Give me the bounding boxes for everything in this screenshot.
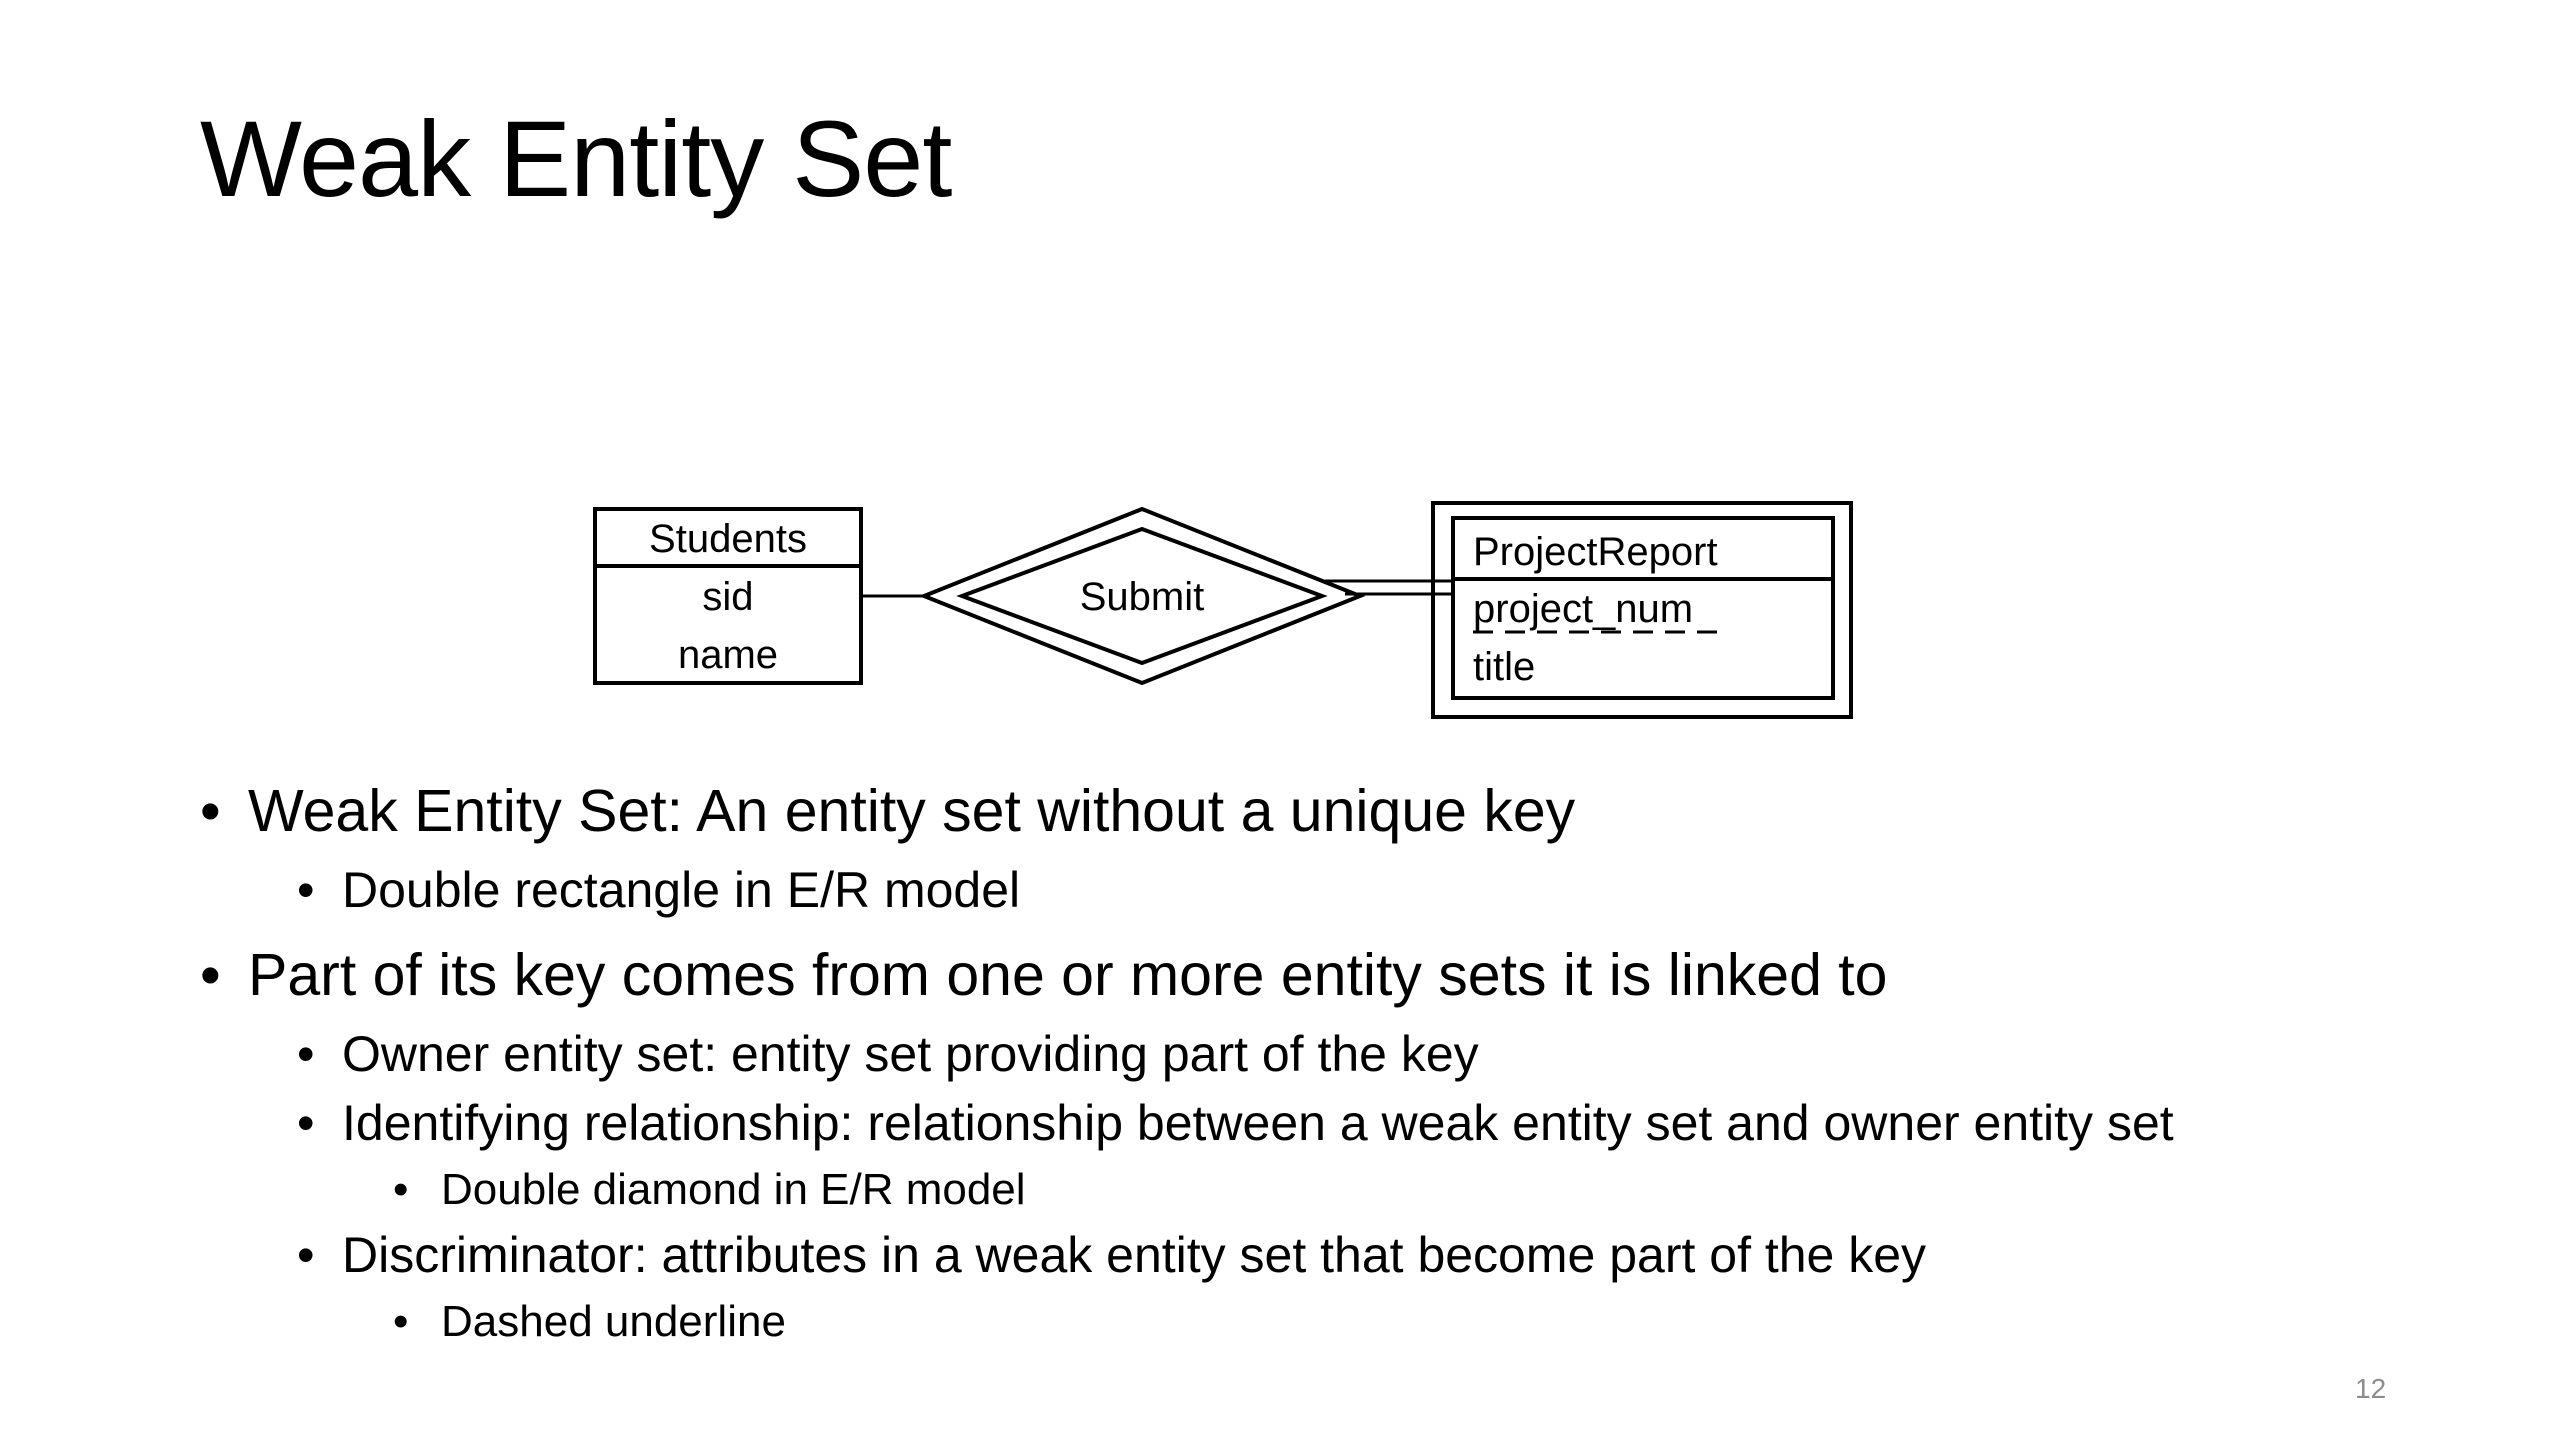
bullet-marker: •: [200, 778, 221, 844]
bullet-marker: •: [393, 1297, 409, 1346]
submit-relationship: Submit: [918, 506, 1366, 686]
bullet-marker: •: [393, 1165, 409, 1214]
bullet-marker: •: [297, 1095, 315, 1151]
bullet-identifying-relationship: • Identifying relationship: relationship…: [297, 1098, 2174, 1148]
students-entity: Students sid name: [593, 507, 863, 685]
submit-relationship-name: Submit: [1080, 575, 1205, 619]
bullet-text: Discriminator: attributes in a weak enti…: [342, 1227, 1927, 1283]
bullet-weak-entity-set: • Weak Entity Set: An entity set without…: [200, 782, 1575, 841]
bullet-text: Double rectangle in E/R model: [342, 862, 1021, 918]
bullet-owner-entity-set: • Owner entity set: entity set providing…: [297, 1029, 1479, 1079]
bullet-marker: •: [297, 1227, 315, 1283]
students-attr-sid: sid: [702, 575, 753, 619]
bullet-text: Part of its key comes from one or more e…: [248, 942, 1888, 1008]
bullet-double-rectangle: • Double rectangle in E/R model: [297, 865, 1020, 915]
projectreport-weak-entity: ProjectReport project_num title: [1431, 501, 1853, 719]
bullet-text: Double diamond in E/R model: [441, 1165, 1026, 1214]
projectreport-attr-title: title: [1473, 645, 1535, 689]
submit-projectreport-connector: [1325, 579, 1453, 596]
students-entity-name: Students: [649, 517, 807, 561]
projectreport-attr-project-num: project_num: [1473, 587, 1693, 631]
slide-title: Weak Entity Set: [200, 98, 952, 219]
bullet-part-of-key: • Part of its key comes from one or more…: [200, 946, 1888, 1005]
bullet-marker: •: [200, 942, 221, 1008]
bullet-double-diamond: • Double diamond in E/R model: [393, 1168, 1026, 1212]
projectreport-entity-name: ProjectReport: [1473, 530, 1718, 574]
students-attr-name: name: [678, 633, 778, 677]
bullet-text: Identifying relationship: relationship b…: [342, 1095, 2174, 1151]
bullet-marker: •: [297, 1026, 315, 1082]
bullet-text: Weak Entity Set: An entity set without a…: [248, 778, 1576, 844]
bullet-discriminator: • Discriminator: attributes in a weak en…: [297, 1230, 1926, 1280]
bullet-text: Dashed underline: [441, 1297, 786, 1346]
bullet-marker: •: [297, 862, 315, 918]
page-number: 12: [2355, 1373, 2387, 1404]
bullet-text: Owner entity set: entity set providing p…: [342, 1026, 1479, 1082]
bullet-dashed-underline: • Dashed underline: [393, 1300, 786, 1344]
